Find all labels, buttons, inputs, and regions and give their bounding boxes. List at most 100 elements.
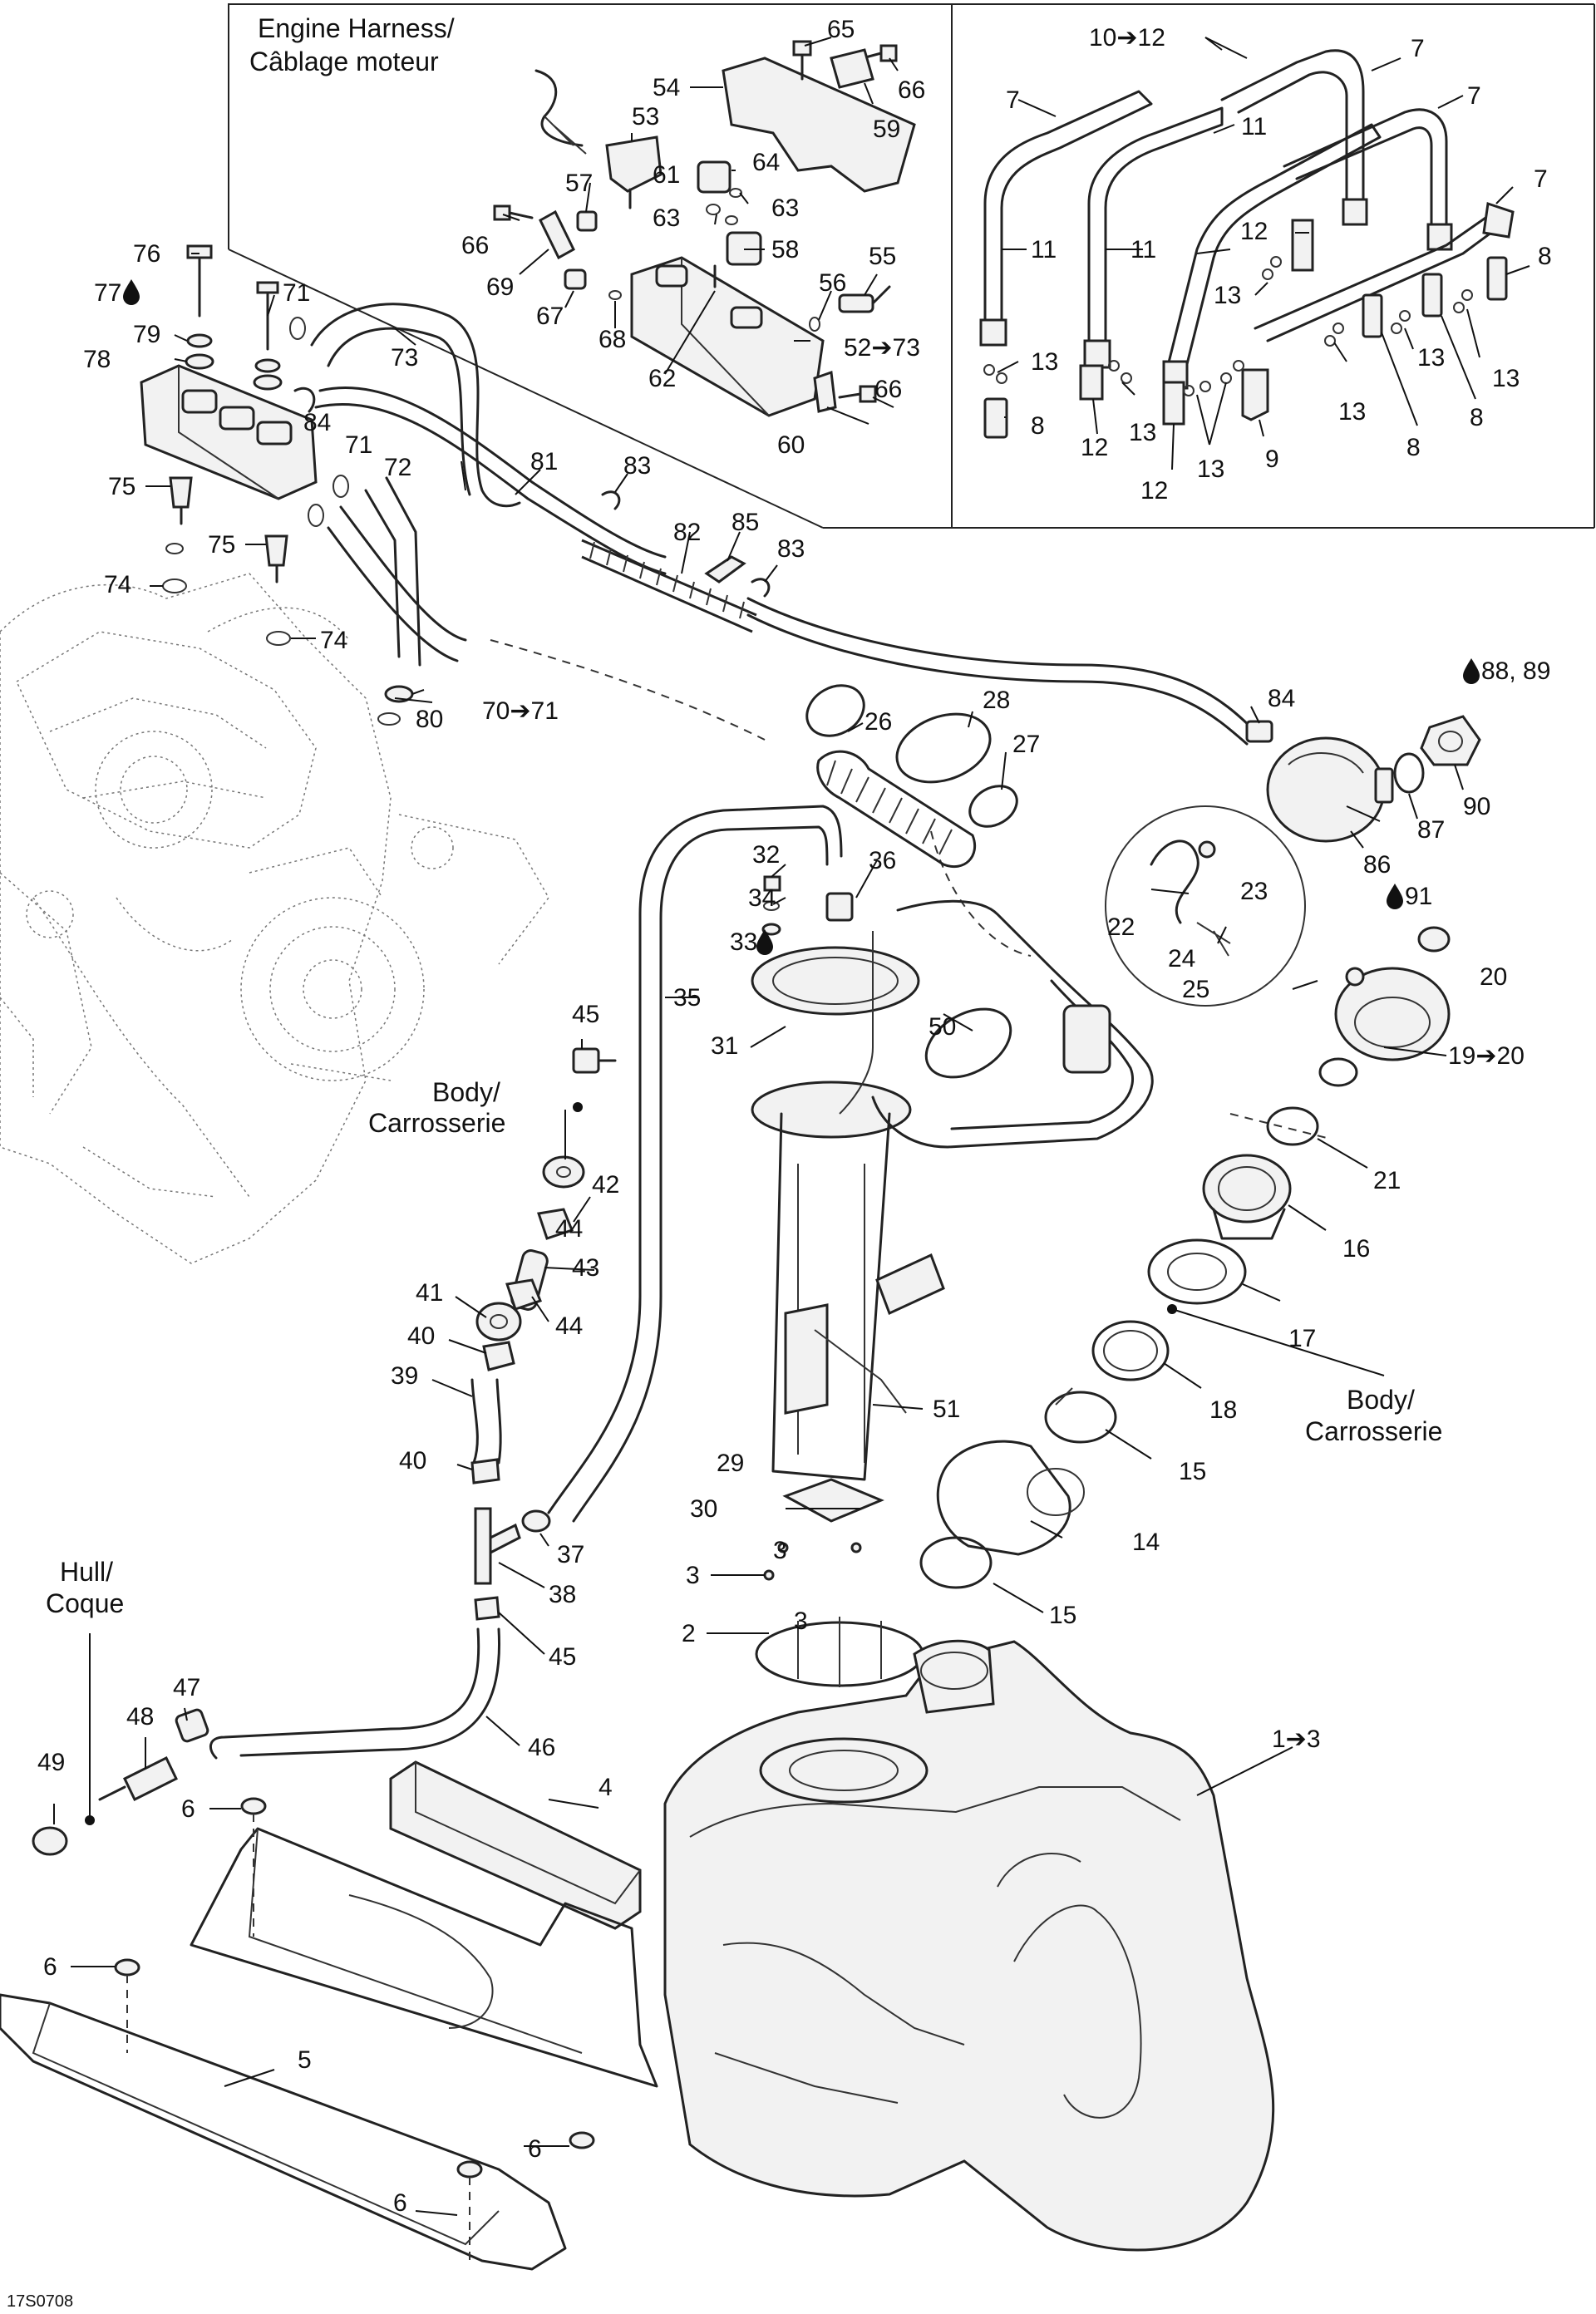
stud-33	[761, 923, 781, 936]
pump-ring-31	[751, 946, 920, 1016]
part-label: 8	[1406, 434, 1421, 461]
part-label: 38	[549, 1581, 576, 1608]
o-ring-71-a	[289, 317, 306, 340]
washer-71	[254, 358, 281, 373]
grommet-71	[253, 374, 283, 391]
part-label: 32	[752, 841, 780, 869]
plate-8-d	[1486, 256, 1508, 301]
part-label: 55	[869, 243, 896, 270]
part-label: 61	[653, 161, 680, 189]
part-label: 8	[1470, 404, 1484, 431]
part-label: 10➔12	[1089, 24, 1165, 52]
part-label: 71	[283, 279, 310, 307]
bellows-26	[816, 750, 977, 869]
part-label: 72	[384, 454, 411, 481]
part-label: 13	[1417, 344, 1445, 372]
clamp-40-a	[482, 1341, 515, 1371]
fasteners-13	[983, 256, 1473, 396]
filler-neck-16	[1202, 1154, 1292, 1240]
part-label: 74	[320, 627, 347, 654]
washer-34	[763, 901, 780, 911]
part-label: 59	[873, 116, 900, 143]
sleeve-57	[576, 210, 598, 232]
part-label: 75	[208, 531, 235, 559]
part-label: 91	[1405, 883, 1432, 910]
part-label: 19➔20	[1448, 1042, 1525, 1070]
reference-dots	[85, 1102, 1177, 1825]
part-label: 6	[393, 2189, 407, 2217]
fitting-84	[1245, 720, 1273, 743]
part-label: 13	[1129, 419, 1156, 446]
bracket-9	[1241, 368, 1269, 421]
carrosserie-label-2: Carrosserie	[1305, 1416, 1442, 1446]
bolt-76	[186, 244, 213, 318]
part-label: 9	[1265, 446, 1279, 473]
part-label: 35	[673, 984, 701, 1012]
part-label: 29	[717, 1450, 744, 1477]
part-label: 27	[1012, 731, 1040, 758]
part-label: 6	[528, 2135, 542, 2163]
part-label: 11	[1130, 236, 1156, 263]
harness-clip	[534, 69, 587, 155]
tank-strap-11-a	[1083, 106, 1224, 369]
part-label: 16	[1342, 1235, 1370, 1263]
sealant-drop-icons	[123, 279, 1480, 955]
bracket-69	[539, 209, 575, 260]
part-label: 11	[1241, 113, 1267, 140]
coque-label: Coque	[46, 1588, 124, 1618]
hull-label: Hull/	[60, 1557, 113, 1587]
sensor-61	[697, 160, 732, 194]
part-label: 77	[94, 279, 121, 307]
part-label: 74	[104, 571, 131, 598]
part-label: 46	[528, 1734, 555, 1761]
protector-plate-upper	[190, 1827, 658, 2088]
part-label: 50	[929, 1013, 956, 1041]
fuel-rail-52	[630, 256, 825, 417]
part-label: 13	[1492, 365, 1520, 392]
part-label: 8	[1538, 243, 1552, 270]
pump-hose-50	[871, 899, 1154, 1149]
leader-lines	[53, 37, 1530, 2216]
vent-hose-46	[209, 1627, 501, 1760]
tank-strap-inset-frame	[952, 3, 1595, 529]
clamp-27	[968, 785, 1018, 828]
part-label: 17	[1288, 1325, 1316, 1352]
part-label: 42	[592, 1171, 619, 1199]
part-label: 67	[536, 303, 564, 330]
o-ring-71-c	[308, 504, 324, 527]
part-label: 13	[1214, 282, 1241, 309]
engine-harness-label: Engine Harness/	[258, 13, 455, 43]
part-label: 8	[1031, 412, 1045, 440]
clamp-83-a	[601, 490, 621, 510]
clamp-40-b	[470, 1458, 500, 1484]
plate-59	[830, 48, 874, 89]
part-label: 30	[690, 1495, 717, 1523]
part-label: 41	[416, 1279, 443, 1307]
part-label: 3	[794, 1607, 808, 1635]
o-ring-74-b	[266, 631, 291, 646]
cap-insert-20	[1417, 926, 1451, 953]
part-label: 4	[598, 1774, 613, 1801]
part-label: 76	[133, 240, 160, 268]
part-label: 24	[1168, 945, 1195, 972]
part-label: 66	[461, 232, 489, 259]
part-label: 45	[549, 1643, 576, 1671]
part-label: 86	[1363, 851, 1391, 879]
part-label: 1➔3	[1272, 1726, 1321, 1753]
part-label: 84	[303, 409, 331, 436]
part-label: 88, 89	[1481, 657, 1550, 685]
pressure-regulator-53	[605, 135, 663, 209]
check-valve-48	[98, 1755, 178, 1802]
screw-3-b	[850, 1542, 862, 1553]
part-label: 70➔71	[482, 697, 559, 725]
bolt-71	[256, 281, 279, 351]
carrosserie-label-1: Carrosserie	[368, 1108, 505, 1138]
part-label: 3	[686, 1562, 700, 1589]
part-label: 6	[181, 1795, 195, 1823]
part-label: 51	[933, 1396, 960, 1423]
part-label: 12	[1240, 218, 1268, 245]
clamp-15-a	[1044, 1387, 1117, 1444]
part-label: 40	[399, 1447, 426, 1475]
part-label: 79	[133, 321, 160, 348]
